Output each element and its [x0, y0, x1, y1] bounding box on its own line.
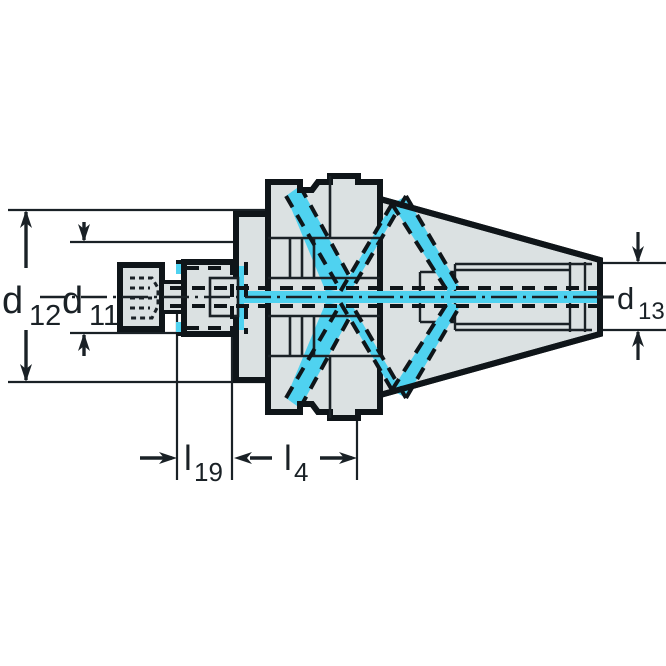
l19-left-arrow-head — [159, 452, 177, 464]
hidden-lines — [170, 185, 600, 409]
dimension-witness-lines — [8, 208, 666, 384]
label-d11-subscript: 11 — [89, 300, 119, 332]
label-l19-subscript: 19 — [194, 457, 223, 487]
coolant-diag-lower-far — [392, 302, 460, 398]
label-d13-subscript: 13 — [638, 298, 665, 325]
label-d12-subscript: 12 — [29, 300, 61, 332]
hidden-diag-u5 — [404, 194, 462, 290]
flange-internal-lines — [268, 176, 380, 418]
label-l4-main: l — [284, 439, 292, 478]
hidden-diag-u2 — [298, 185, 354, 282]
coolant-diag-upper-far — [392, 196, 460, 292]
label-d11-main: d — [62, 280, 83, 322]
hidden-diag-u3 — [338, 202, 394, 294]
hidden-diag-u1 — [284, 194, 342, 291]
l4-right-arrow-head — [339, 452, 357, 464]
label-l4-subscript: 4 — [294, 457, 308, 487]
d13-dimension — [598, 232, 644, 360]
d11-dimension — [78, 222, 90, 356]
label-l19-main: l — [184, 439, 192, 478]
hidden-diag-l5 — [404, 304, 462, 400]
label-d13-main: d — [617, 281, 634, 316]
l4-left-arrow-head — [234, 452, 252, 464]
length-dimensions — [140, 452, 357, 464]
hex-socket-outline — [130, 276, 160, 320]
hidden-diag-u6 — [390, 202, 450, 294]
hidden-diag-l1 — [284, 303, 342, 400]
hidden-diag-l6 — [390, 300, 450, 392]
hidden-diag-l4 — [350, 303, 408, 400]
hidden-diag-l3 — [338, 300, 394, 392]
label-d12-main: d — [2, 280, 23, 322]
hidden-diag-u4 — [350, 194, 408, 291]
hidden-diag-l2 — [298, 312, 354, 409]
d12-dimension — [20, 210, 32, 382]
